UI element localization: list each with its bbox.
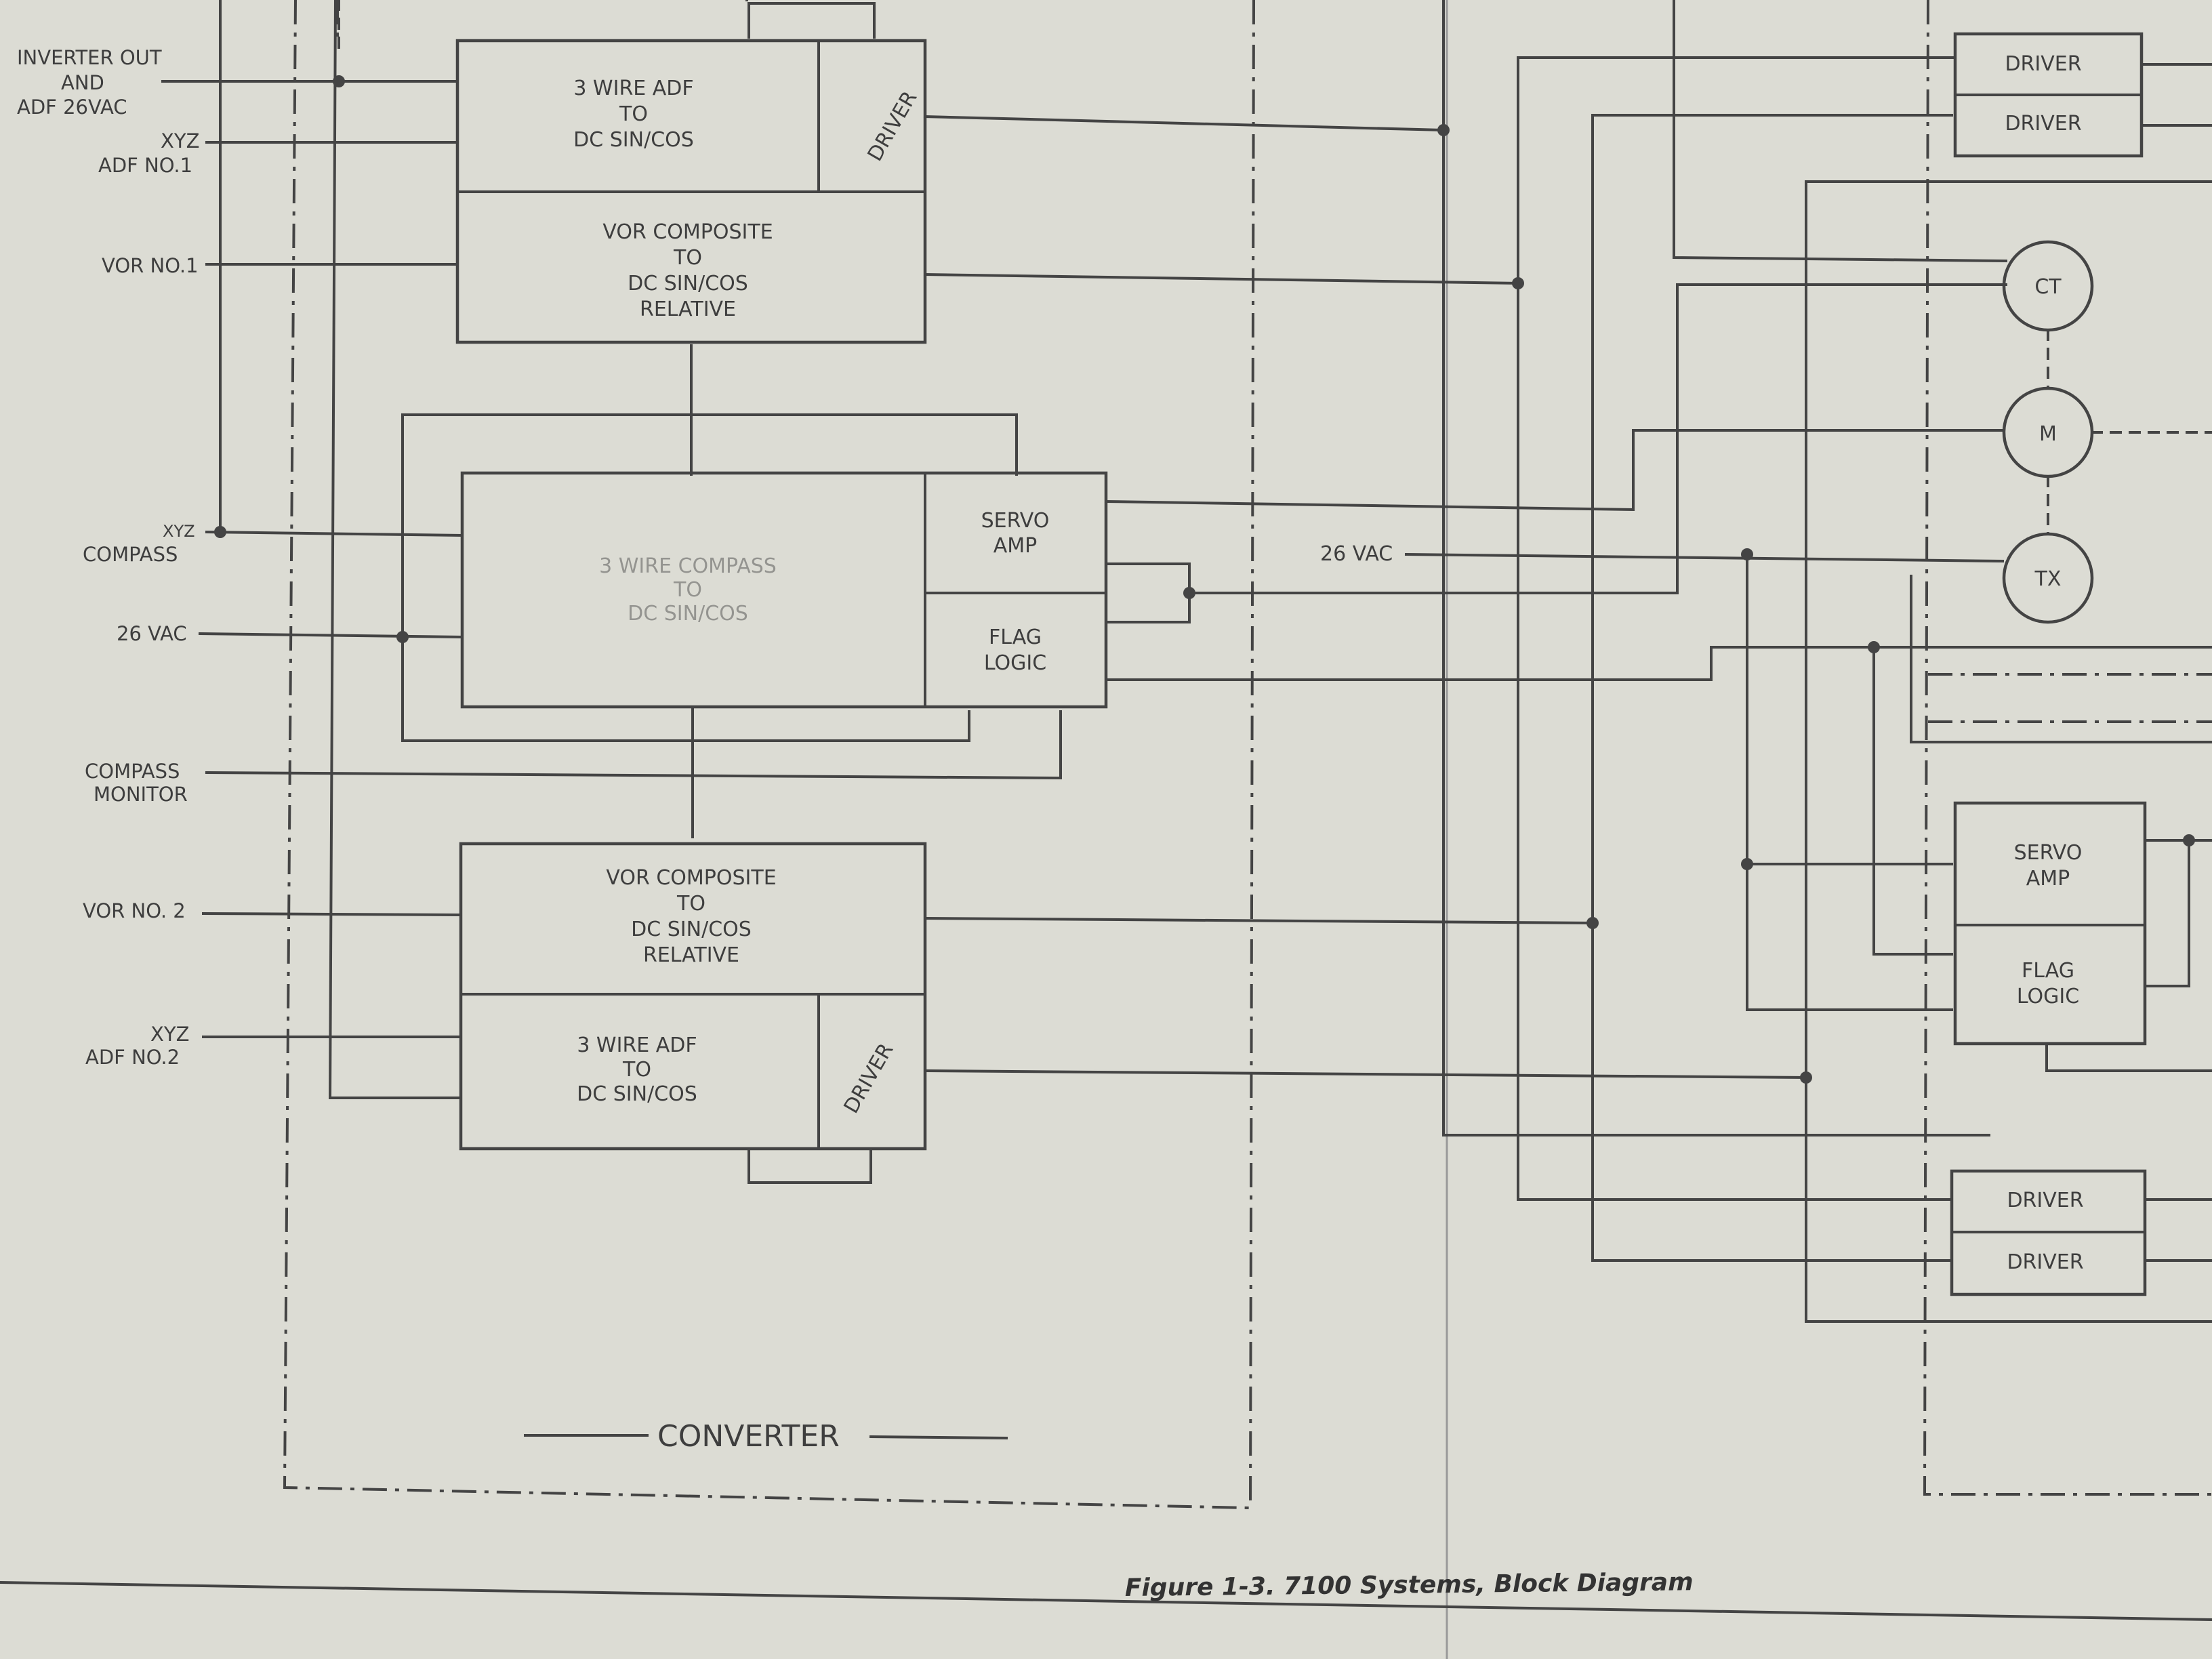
block-adf1-text: 3 WIRE ADF TO DC SIN/COS: [573, 77, 694, 152]
servo-right-line-2: AMP: [2026, 867, 2070, 890]
servo-right-line-1: SERVO: [2014, 841, 2083, 865]
label-compass-monitor-2: MONITOR: [94, 783, 188, 806]
flag-right-line-1: FLAG: [2022, 959, 2074, 983]
driver-top-1: DRIVER: [2005, 52, 2081, 76]
adf2-line-2: TO: [622, 1058, 651, 1082]
indicator-boundary: [1923, 0, 2212, 1496]
vor1-line-2: TO: [673, 246, 702, 270]
synchro-chain: CT M TX: [2002, 240, 2212, 624]
tx-label: TX: [2034, 567, 2062, 591]
adf1-line-2: TO: [619, 102, 648, 126]
adf1-line-1: 3 WIRE ADF: [573, 77, 693, 100]
label-xyz-2: XYZ: [150, 1023, 189, 1046]
m-label: M: [2039, 422, 2057, 446]
label-adf-26vac: ADF 26VAC: [17, 96, 127, 119]
block-vor2-text: VOR COMPOSITE TO DC SIN/COS RELATIVE: [606, 866, 776, 967]
label-inverter-out: INVERTER OUT: [17, 46, 162, 69]
label-adf-no1: ADF NO.1: [98, 154, 192, 177]
compass-line-1: 3 WIRE COMPASS: [599, 554, 777, 578]
vor1-line-4: RELATIVE: [640, 298, 736, 321]
label-compass: COMPASS: [83, 543, 178, 566]
vor2-line-2: TO: [676, 892, 705, 916]
compass-line-3: DC SIN/COS: [628, 602, 748, 626]
driver-label-bottom: DRIVER: [840, 1040, 899, 1118]
vor2-line-4: RELATIVE: [643, 943, 739, 967]
flag-logic-left-text: FLAG LOGIC: [984, 626, 1046, 675]
driver-label-top: DRIVER: [863, 87, 922, 165]
label-and: AND: [61, 71, 104, 94]
block-adf1-vor1: [455, 39, 927, 344]
block-adf2-text: 3 WIRE ADF TO DC SIN/COS: [577, 1033, 697, 1106]
label-26vac-left: 26 VAC: [117, 622, 187, 645]
block-vor2-adf2: [459, 842, 927, 1151]
servo-flag-block-right: SERVO AMP FLAG LOGIC: [1953, 801, 2212, 1072]
compass-line-2: TO: [673, 578, 702, 602]
label-vor-no2: VOR NO. 2: [83, 899, 186, 922]
converter-label-group: CONVERTER: [524, 1419, 1008, 1454]
label-xyz-compass: XYZ: [163, 522, 195, 541]
vor2-line-1: VOR COMPOSITE: [606, 866, 776, 890]
flag-right-line-2: LOGIC: [2017, 985, 2079, 1008]
driver-bottom-2: DRIVER: [2007, 1250, 2083, 1274]
adf2-line-1: 3 WIRE ADF: [577, 1033, 697, 1057]
label-compass-monitor-1: COMPASS: [85, 760, 180, 783]
bottom-border: [0, 1580, 2212, 1622]
adf1-line-3: DC SIN/COS: [573, 128, 694, 152]
adf2-line-3: DC SIN/COS: [577, 1082, 697, 1106]
driver-top-2: DRIVER: [2005, 112, 2081, 136]
block-compass-text: 3 WIRE COMPASS TO DC SIN/COS: [599, 554, 777, 626]
left-input-labels: INVERTER OUT AND ADF 26VAC XYZ ADF NO.1 …: [17, 46, 199, 1069]
label-vor-no1: VOR NO.1: [102, 254, 199, 277]
left-wiring: [161, 0, 1062, 1184]
label-26vac-right: 26 VAC: [1320, 542, 1393, 566]
driver-block-top: DRIVER DRIVER: [1953, 32, 2212, 158]
vor1-line-3: DC SIN/COS: [628, 272, 748, 295]
label-adf-no2: ADF NO.2: [85, 1046, 180, 1069]
servo-amp-left-text: SERVO AMP: [981, 509, 1050, 558]
flag-left-line-2: LOGIC: [984, 651, 1046, 675]
driver-bottom-1: DRIVER: [2007, 1189, 2083, 1212]
right-wiring: 26 VAC: [923, 0, 2212, 1323]
driver-block-bottom: DRIVER DRIVER: [1950, 1169, 2212, 1296]
servo-left-line-1: SERVO: [981, 509, 1050, 533]
ct-label: CT: [2034, 275, 2062, 299]
label-xyz-1: XYZ: [161, 129, 199, 152]
servo-left-line-2: AMP: [994, 534, 1038, 558]
block-compass: [460, 471, 1108, 709]
figure-caption: Figure 1-3. 7100 Systems, Block Diagram: [1125, 1568, 1694, 1602]
vor2-line-3: DC SIN/COS: [631, 918, 752, 941]
flag-left-line-1: FLAG: [989, 626, 1042, 649]
converter-label: CONVERTER: [657, 1419, 840, 1454]
vor1-line-1: VOR COMPOSITE: [602, 220, 773, 244]
block-vor1-text: VOR COMPOSITE TO DC SIN/COS RELATIVE: [602, 220, 773, 321]
